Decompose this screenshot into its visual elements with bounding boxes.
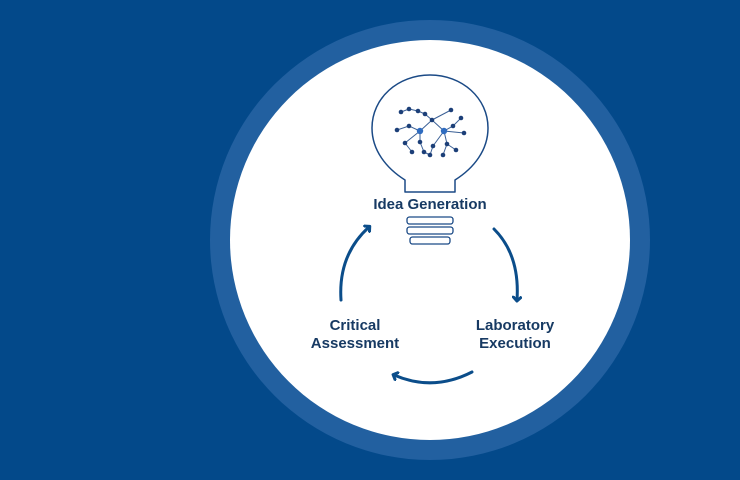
molecule-atom xyxy=(394,127,400,133)
molecule-bond xyxy=(443,130,465,134)
laboratory-execution-line-1: Laboratory xyxy=(475,317,555,334)
laboratory-execution-line-2: Execution xyxy=(479,335,551,352)
molecule-atom xyxy=(427,152,433,158)
molecule-atom xyxy=(448,107,454,113)
assessment-to-idea-arrow-icon xyxy=(339,227,369,302)
lightbulb-molecule-icon xyxy=(371,74,489,245)
idea-to-lab-arrow-icon xyxy=(492,227,517,300)
molecule-atom xyxy=(422,111,428,117)
molecule-atom xyxy=(429,117,435,123)
idea-generation-label: Idea Generation xyxy=(373,196,487,213)
molecule-atom xyxy=(402,140,408,146)
inner-circle xyxy=(230,40,630,440)
molecule-bond xyxy=(404,130,421,144)
molecule-atom xyxy=(440,152,446,158)
molecule-atom xyxy=(415,108,421,114)
molecule-atom xyxy=(406,123,412,129)
laboratory-execution-label: Laboratory Execution xyxy=(445,317,585,353)
molecule-atom xyxy=(406,106,412,112)
molecule-atom xyxy=(458,115,464,121)
molecule-atom xyxy=(416,127,424,135)
molecule-network xyxy=(394,106,467,158)
molecule-atom xyxy=(421,149,427,155)
critical-assessment-label: Critical Assessment xyxy=(285,317,425,353)
bulb-base-band-1 xyxy=(406,216,454,225)
lab-to-assessment-arrow-icon xyxy=(394,370,474,385)
critical-assessment-line-1: Critical xyxy=(329,317,381,334)
molecule-atom xyxy=(440,127,448,135)
molecule-atom xyxy=(453,147,459,153)
lightbulb-outline xyxy=(371,74,489,193)
molecule-atom xyxy=(461,130,467,136)
molecule-bond xyxy=(431,109,452,121)
molecule-atom xyxy=(430,143,436,149)
molecule-atom xyxy=(444,141,450,147)
bulb-base-band-2 xyxy=(406,226,454,235)
molecule-atom xyxy=(417,139,423,145)
molecule-atom xyxy=(450,123,456,129)
molecule-atom xyxy=(409,149,415,155)
molecule-atom xyxy=(398,109,404,115)
critical-assessment-line-2: Assessment xyxy=(310,335,400,352)
bulb-base-band-3 xyxy=(409,236,451,245)
